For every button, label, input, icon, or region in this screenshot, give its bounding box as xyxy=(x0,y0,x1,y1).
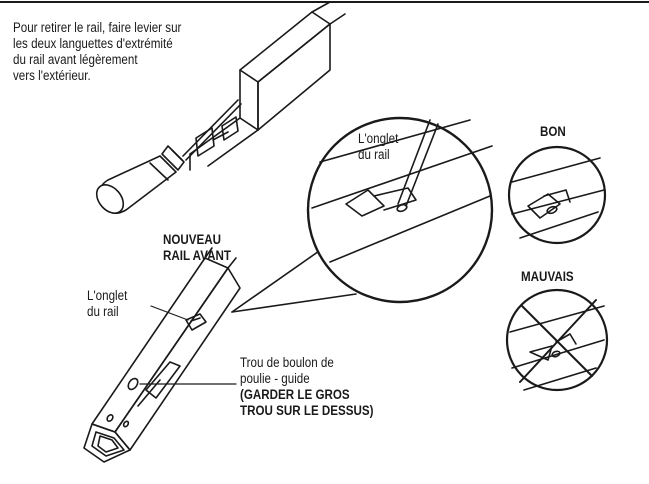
instruction-line: du rail avant légèrement xyxy=(13,52,138,67)
rail-tab-label-line: du rail xyxy=(87,304,119,319)
bolt-hole-label-line: Trou de boulon de xyxy=(240,355,334,370)
good-label: BON xyxy=(540,124,566,139)
top-rail-illustration xyxy=(189,1,346,171)
instruction-text: Pour retirer le rail, faire levier sur l… xyxy=(13,20,181,84)
bolt-hole-emphasis-line: TROU SUR LE DESSUS) xyxy=(240,403,374,418)
incorrect-example-circle xyxy=(505,288,609,392)
bolt-hole-label: Trou de boulon de poulie - guide (GARDER… xyxy=(240,355,374,419)
rail-tab-label-line: L'onglet xyxy=(87,288,128,303)
screwdriver-illustration xyxy=(95,99,242,214)
large-bolt-hole xyxy=(127,377,139,391)
bad-label: MAUVAIS xyxy=(521,269,574,284)
zoom-tab-label: L'onglet du rail xyxy=(358,131,398,163)
instruction-line: Pour retirer le rail, faire levier sur xyxy=(13,20,182,35)
zoom-tab-label-line: L'onglet xyxy=(358,131,399,146)
new-rail-label-line: RAIL AVANT xyxy=(163,248,231,263)
zoom-callout xyxy=(231,116,494,313)
bolt-hole-label-line: poulie - guide xyxy=(240,371,310,386)
rail-tab-leader xyxy=(150,305,189,321)
rail-tab-label: L'onglet du rail xyxy=(87,288,127,320)
new-rail-label-line: NOUVEAU xyxy=(163,232,222,247)
bolt-hole-emphasis-line: (GARDER LE GROS xyxy=(240,387,350,402)
front-rail-illustration xyxy=(83,247,241,463)
correct-example-circle xyxy=(507,145,607,245)
new-rail-label: NOUVEAU RAIL AVANT xyxy=(163,232,231,264)
instruction-line: les deux languettes d'extrémité xyxy=(13,36,173,51)
rail-tab xyxy=(185,313,207,331)
instruction-line: vers l'extérieur. xyxy=(13,68,91,83)
strike-line-2 xyxy=(519,299,597,383)
zoom-tab-label-line: du rail xyxy=(358,147,390,162)
